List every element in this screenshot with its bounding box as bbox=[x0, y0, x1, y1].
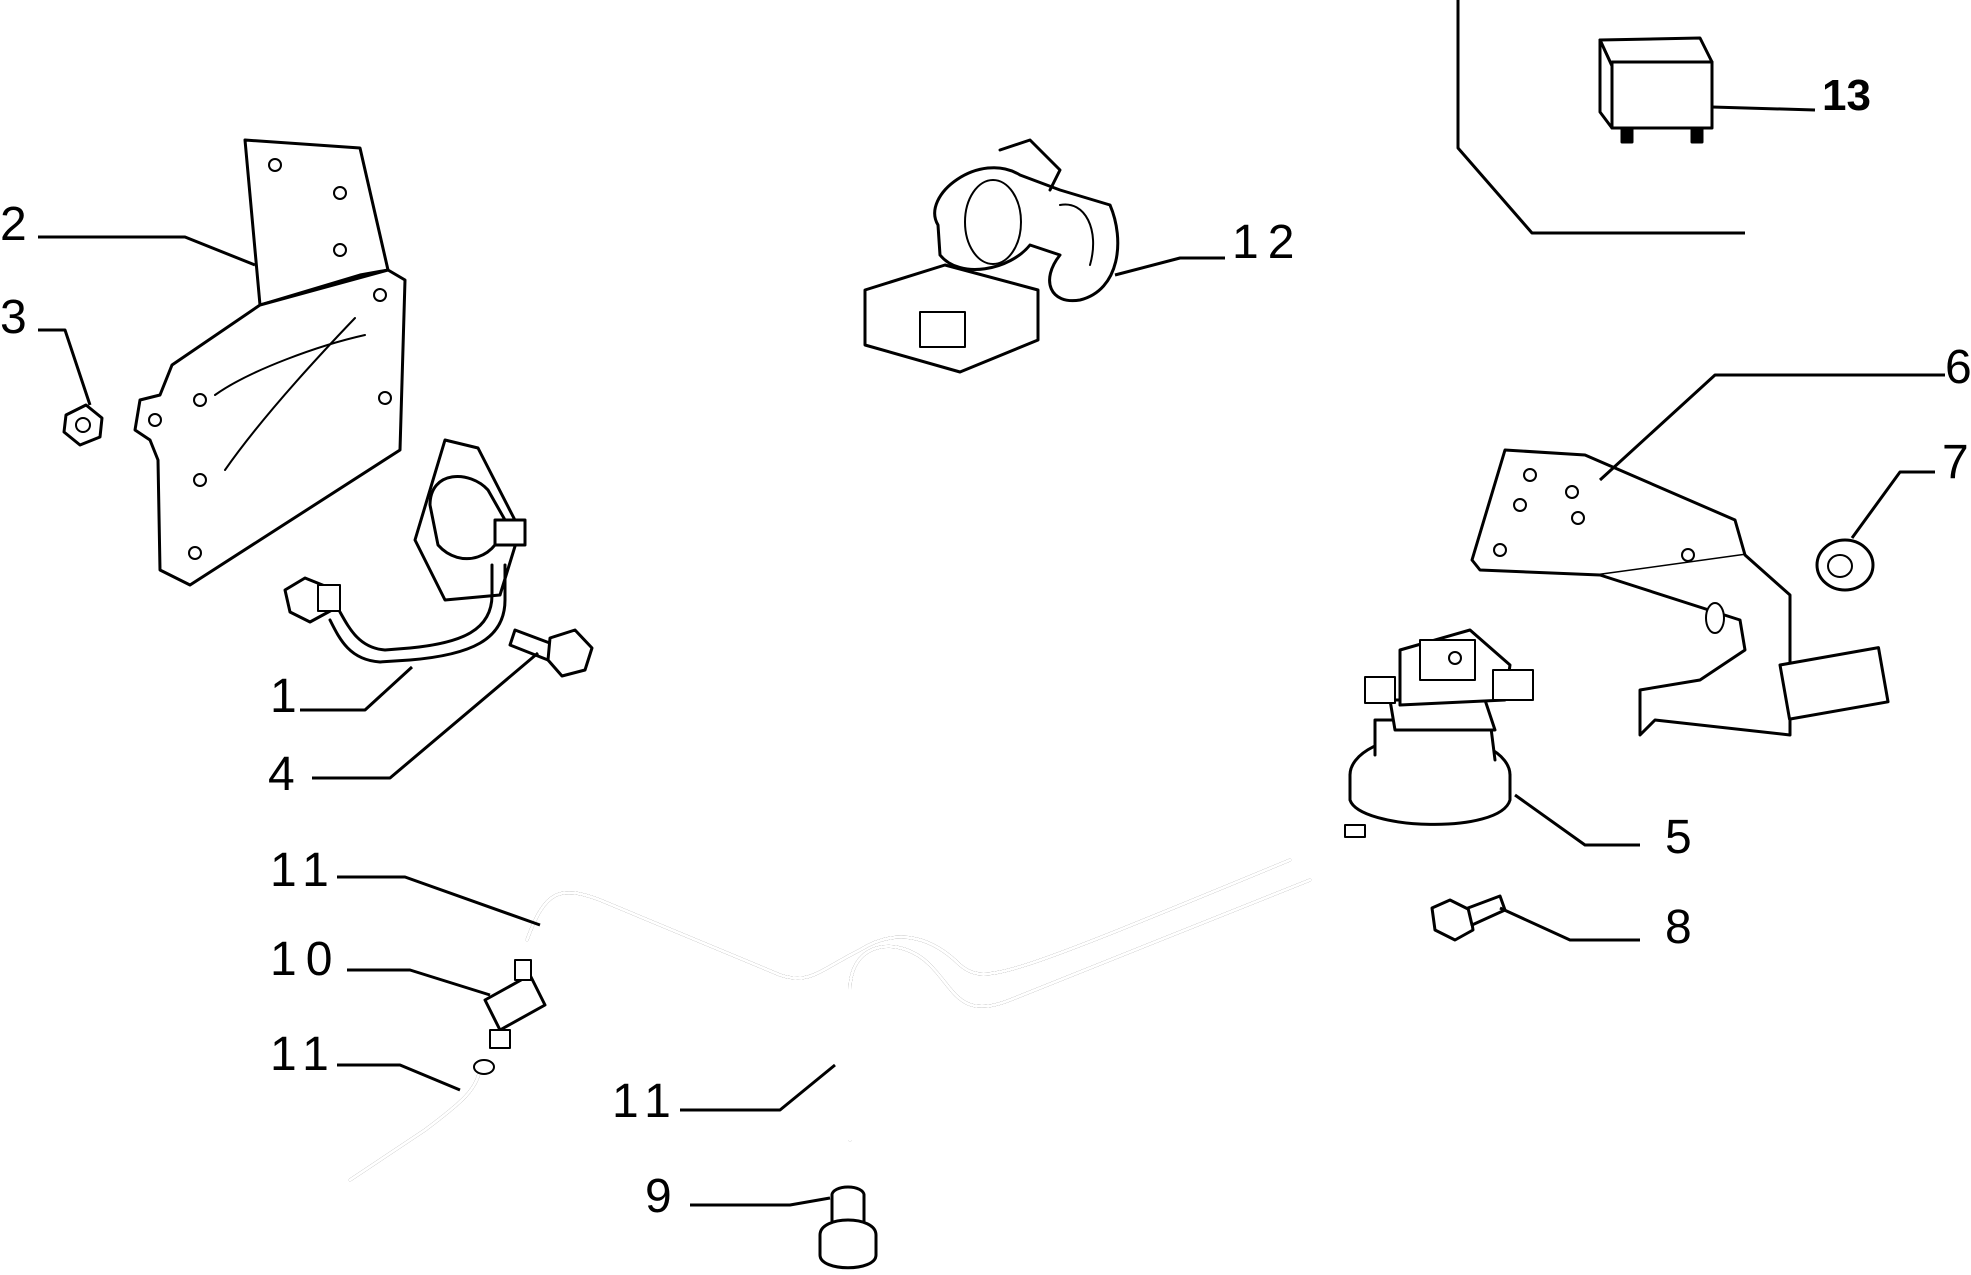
leader-line-9 bbox=[690, 1196, 831, 1207]
callout-11a: 11 bbox=[270, 844, 338, 897]
bracket-part-6[interactable] bbox=[1470, 448, 1890, 737]
callout-9: 9 bbox=[645, 1170, 672, 1223]
hose-part-11-long[interactable] bbox=[525, 858, 1312, 1142]
callout-12: 12 bbox=[1232, 216, 1303, 269]
callout-13: 13 bbox=[1822, 71, 1871, 120]
callout-6: 6 bbox=[1945, 341, 1971, 394]
actuator-part-1[interactable] bbox=[283, 438, 527, 664]
callout-11c: 11 bbox=[612, 1075, 680, 1128]
leader-line-10 bbox=[347, 968, 491, 997]
bolt-part-4[interactable] bbox=[508, 628, 594, 678]
leader-line-4 bbox=[312, 651, 539, 780]
bushing-part-7[interactable] bbox=[1815, 538, 1875, 592]
callout-8: 8 bbox=[1665, 901, 1692, 954]
callout-11b: 11 bbox=[270, 1028, 338, 1081]
leader-line-11a bbox=[337, 875, 541, 927]
nut-part-3[interactable] bbox=[62, 403, 104, 447]
callout-2: 2 bbox=[0, 198, 27, 251]
relay-part-13[interactable] bbox=[1598, 36, 1714, 144]
leader-line-8 bbox=[1499, 906, 1640, 942]
check-valve-part-10[interactable] bbox=[483, 959, 547, 1049]
leader-line-3 bbox=[38, 328, 92, 406]
leader-line-11b bbox=[337, 1063, 461, 1092]
leader-line-7 bbox=[1850, 470, 1935, 539]
leader-line-1 bbox=[300, 665, 414, 712]
bracket-part-2[interactable] bbox=[133, 138, 407, 587]
leader-line-13 bbox=[1711, 105, 1816, 112]
leader-line-5 bbox=[1514, 793, 1640, 847]
leader-line-2 bbox=[38, 235, 256, 267]
leader-line-6 bbox=[1598, 373, 1945, 482]
leader-line-12 bbox=[1114, 256, 1225, 277]
callout-3: 3 bbox=[0, 291, 27, 344]
relay-inset-frame bbox=[1456, 0, 1745, 235]
callout-5: 5 bbox=[1665, 811, 1692, 864]
pressure-switch-part-5[interactable] bbox=[1344, 628, 1534, 838]
callout-7: 7 bbox=[1942, 436, 1969, 489]
callout-1: 1 bbox=[270, 670, 297, 723]
cap-part-9[interactable] bbox=[818, 1185, 878, 1270]
bolt-part-8[interactable] bbox=[1430, 894, 1507, 942]
callout-10: 10 bbox=[270, 933, 341, 986]
clip-holder-part-12[interactable] bbox=[863, 138, 1120, 374]
hose-part-11-short[interactable] bbox=[348, 1059, 495, 1182]
callout-4: 4 bbox=[268, 748, 295, 801]
leader-line-11c bbox=[680, 1063, 836, 1112]
